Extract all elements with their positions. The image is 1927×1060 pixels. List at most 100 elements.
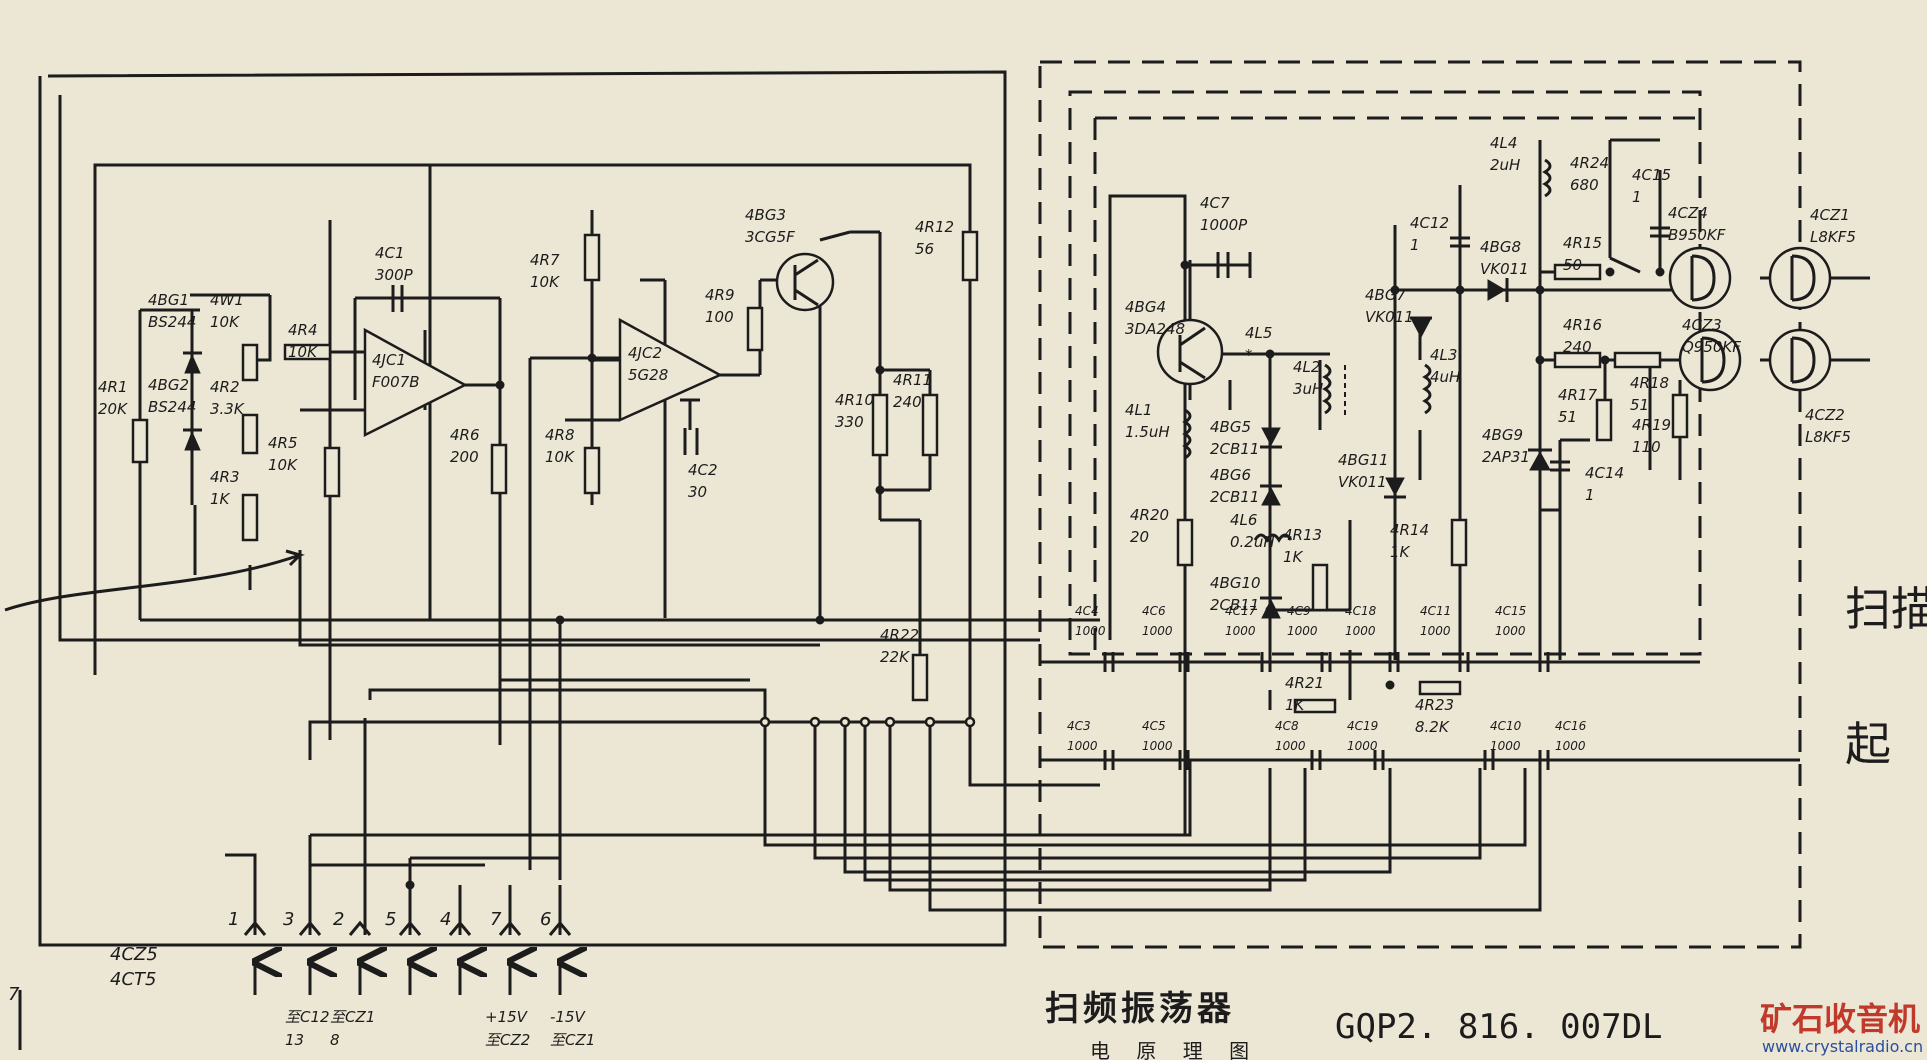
label-feed-bot-4-value: 1000 [1490,739,1521,753]
label-r24-value: 680 [1570,176,1599,194]
label-r2-value: 3.3K [210,400,245,418]
label-g1-value: BS244 [148,313,196,331]
resistor-4R12 [961,230,979,282]
label-c1-ref: 4C1 [375,244,405,262]
label-r8-value: 10K [545,448,575,466]
label-feed-top-6-ref: 4C15 [1495,604,1526,618]
label-c7-ref: 4C7 [1200,194,1230,212]
label-feed-bot-0-ref: 4C3 [1067,719,1091,733]
label-feed-bot-2-value: 1000 [1275,739,1306,753]
drawing-number: GQP2. 816. 007DL [1335,1007,1663,1047]
diode-4BG9 [1529,450,1551,471]
label-g2-ref: 4BG2 [148,376,189,394]
label-r7-value: 10K [530,273,560,291]
label-r21-value: 1K [1285,696,1306,714]
junctions [405,260,1665,890]
label-l2-ref: 4L2 [1293,358,1320,376]
label-r6-ref: 4R6 [450,426,480,444]
label-r17-value: 51 [1558,408,1577,426]
destination-2: +15V [485,1008,529,1026]
label-c1-value: 300P [375,266,414,284]
label-feed-top-2-value: 1000 [1225,624,1256,638]
connector-4CZ1 [1768,246,1832,310]
label-c12-ref: 4C12 [1410,214,1449,232]
resistor-4R4 [283,343,332,361]
resistor-4R1 [131,418,149,464]
opamp-4JC1 [363,327,468,438]
label-g6-value: 2CB11 [1210,488,1259,506]
label-r3-value: 1K [210,490,231,508]
connector-pin-0: 1 [228,909,239,930]
label-r24-ref: 4R24 [1570,154,1609,172]
label-g9-ref: 4BG9 [1482,426,1523,444]
label-r11-ref: 4R11 [893,371,932,389]
label-feed-bot-5-value: 1000 [1555,739,1586,753]
label-l5-value: * [1245,346,1253,364]
bus-taps [759,716,976,728]
label-r19-ref: 4R19 [1632,416,1671,434]
connector-pins [243,920,572,936]
diode-4BG6 [1261,486,1281,506]
label-feed-top-5-value: 1000 [1420,624,1451,638]
label-r1-ref: 4R1 [98,378,128,396]
frames [38,60,1802,949]
destination2-1: 8 [330,1031,340,1049]
label-feed-top-2-ref: 4C17 [1225,604,1257,618]
label-cz1-ref: 4CZ1 [1810,206,1850,224]
label-r15-value: 50 [1563,256,1582,274]
label-r11-value: 240 [893,393,922,411]
resistor-4R6 [490,443,508,495]
label-feed-top-4-ref: 4C18 [1345,604,1377,618]
label-r23-ref: 4R23 [1415,696,1454,714]
resistor-4R3 [241,493,259,542]
resistor-4R19 [1671,393,1689,439]
label-r15-ref: 4R15 [1563,234,1602,252]
label-r12-ref: 4R12 [915,218,954,236]
resistor-4R22 [911,653,929,702]
label-feed-bot-2-ref: 4C8 [1275,719,1299,733]
connector-4CZ4 [1668,246,1732,310]
label-feed-top-3-value: 1000 [1287,624,1318,638]
label-r13-ref: 4R13 [1283,526,1322,544]
label-feed-bot-5-ref: 4C16 [1555,719,1587,733]
label-feed-top-1-value: 1000 [1142,624,1173,638]
label-l3-value: 4uH [1430,368,1460,386]
label-g5-ref: 4BG5 [1210,418,1251,436]
label-r6-value: 200 [450,448,479,466]
connector-ref-bottom: 4CT5 [110,969,156,990]
label-g7-value: VK011 [1365,308,1414,326]
label-c14-ref: 4C14 [1585,464,1624,482]
label-l3-ref: 4L3 [1430,346,1457,364]
hand-arrow [4,549,305,612]
label-jc1-ref: 4JC1 [372,351,406,369]
label-r2-ref: 4R2 [210,378,240,396]
label-r9-value: 100 [705,308,734,326]
label-r14-value: 1K [1390,543,1411,561]
opamp-4JC2 [618,317,723,422]
connector-pin-4: 4 [440,909,451,930]
label-r18-ref: 4R18 [1630,374,1669,392]
inductor-4L3 [1422,363,1432,415]
resistor-4R11 [921,393,939,457]
connector-pin-6: 6 [540,909,551,930]
diode-4BG7 [1411,319,1431,339]
label-cz4-value: B950KF [1668,226,1726,244]
label-r21-ref: 4R21 [1285,674,1324,692]
diode-4BG8 [1487,279,1506,301]
diode-4BG5 [1261,427,1281,447]
connector-pin-2: 2 [333,909,344,930]
diagram-title: 扫频振荡器 [1045,989,1235,1029]
label-c15-ref: 4C15 [1632,166,1671,184]
feedthrough-row-bottom [1103,750,1550,770]
label-w1-ref: 4W1 [210,291,244,309]
label-r8-ref: 4R8 [545,426,575,444]
label-r10-ref: 4R10 [835,391,874,409]
label-c7-value: 1000P [1200,216,1248,234]
inductor-4L1 [1182,408,1192,460]
label-g5-value: 2CB11 [1210,440,1259,458]
resistor-4R8 [583,446,601,495]
inductor-4L2 [1322,363,1332,415]
label-r16-value: 240 [1563,338,1592,356]
connector-pin-1: 3 [283,909,294,930]
